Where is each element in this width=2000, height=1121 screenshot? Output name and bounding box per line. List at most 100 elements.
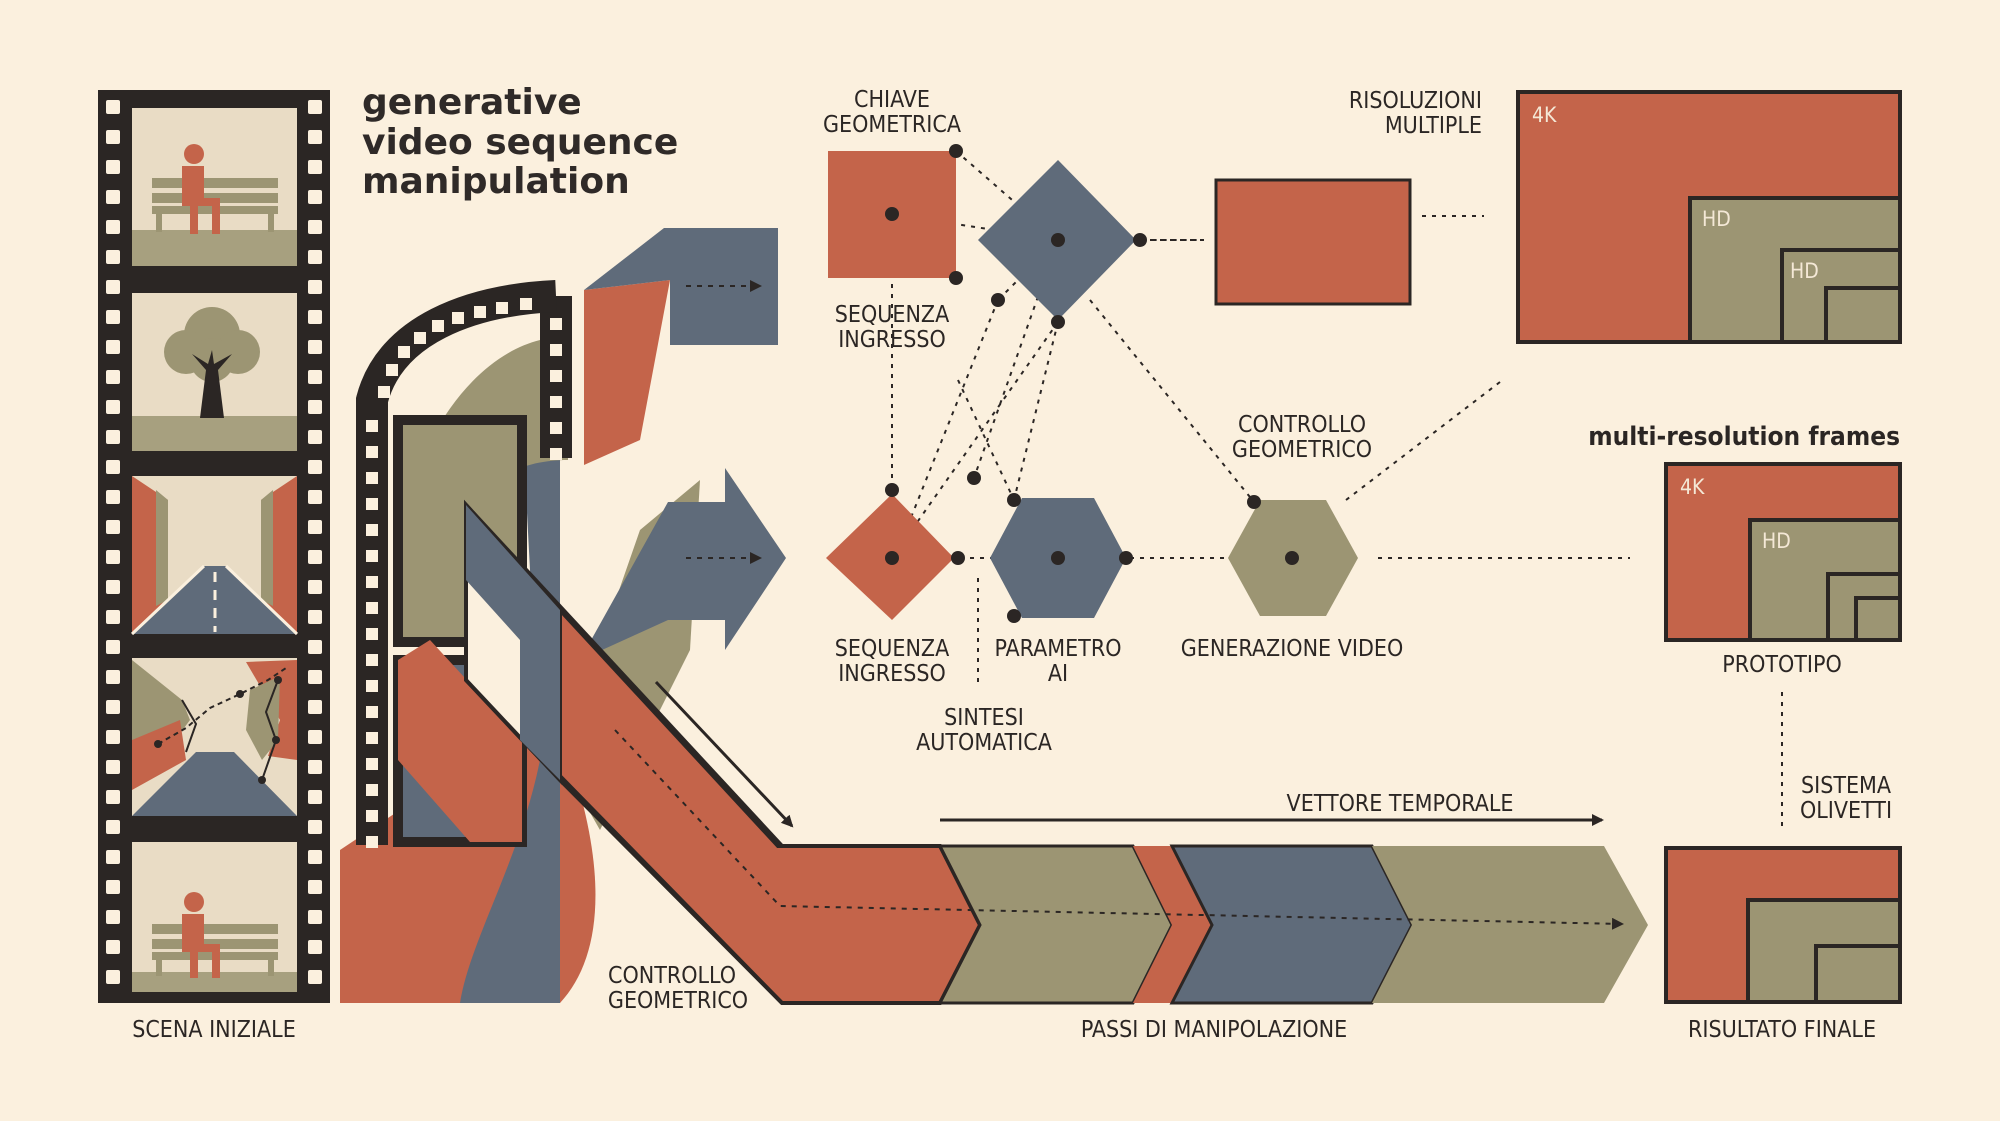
proto-tag-hd: HD: [1762, 529, 1791, 553]
dotted-flow-arrow: [614, 729, 1624, 930]
title-line-3: manipulation: [362, 161, 630, 202]
sprocket-hole: [366, 524, 378, 536]
sprocket-hole: [366, 420, 378, 432]
output-frame-rect: [1214, 178, 1412, 306]
label-risoluzioni-2: MULTIPLE: [1385, 113, 1482, 139]
sprocket-hole: [550, 370, 562, 382]
sprocket-hole: [366, 784, 378, 796]
film-strip-left: [98, 90, 330, 1003]
sprocket-hole: [106, 790, 120, 804]
sprocket-hole: [366, 498, 378, 510]
sprocket-hole: [308, 130, 322, 144]
res-tag-hd: HD: [1702, 207, 1731, 231]
arrow-shape-middle: [580, 468, 786, 660]
sprocket-hole: [106, 850, 120, 864]
label-vettore-temporale: VETTORE TEMPORALE: [1287, 791, 1514, 817]
sprocket-hole: [106, 460, 120, 474]
sprocket-hole: [308, 550, 322, 564]
frame-road: [130, 476, 299, 636]
label-parametro-2: AI: [1048, 661, 1068, 687]
sprocket-hole: [106, 820, 120, 834]
label-controllo-bottom-2: GEOMETRICO: [608, 988, 748, 1014]
tree-icon: [164, 307, 260, 418]
sprocket-hole: [106, 220, 120, 234]
person-on-bench-icon: [152, 892, 278, 978]
label-prototipo: PROTOTIPO: [1722, 652, 1842, 678]
sprocket-hole: [106, 910, 120, 924]
sprocket-hole: [308, 520, 322, 534]
label-generazione-video: GENERAZIONE VIDEO: [1181, 636, 1403, 662]
sprocket-hole: [106, 250, 120, 264]
sprocket-hole: [308, 670, 322, 684]
label-seq-bottom-1: SEQUENZA: [835, 636, 950, 662]
sprocket-hole: [366, 550, 378, 562]
sprocket-hole: [106, 880, 120, 894]
swoosh-rust-upper: [584, 280, 670, 465]
sprocket-hole: [308, 640, 322, 654]
sprocket-hole: [366, 602, 378, 614]
result-frame: [1664, 846, 1902, 1004]
sprocket-hole: [308, 880, 322, 894]
sprocket-hole: [432, 320, 444, 332]
sprocket-hole: [106, 190, 120, 204]
label-risoluzioni-1: RISOLUZIONI: [1349, 88, 1482, 114]
sprocket-hole: [308, 760, 322, 774]
sprocket-hole: [308, 160, 322, 174]
manipulation-pipeline: [464, 499, 1648, 1005]
title-line-2: video sequence: [362, 122, 678, 163]
sprocket-hole: [366, 472, 378, 484]
sprocket-hole: [378, 386, 390, 398]
label-olivetti: OLIVETTI: [1800, 798, 1892, 824]
sprocket-hole: [474, 306, 486, 318]
sprocket-hole: [106, 580, 120, 594]
label-sistema: SISTEMA: [1801, 773, 1891, 799]
sprocket-hole: [106, 670, 120, 684]
sprocket-hole: [308, 700, 322, 714]
frame-fractured-road: [132, 658, 297, 816]
sprocket-hole: [106, 610, 120, 624]
frame-tree: [132, 293, 297, 451]
sprocket-hole: [366, 836, 378, 848]
sprocket-hole: [366, 576, 378, 588]
sprocket-hole: [366, 706, 378, 718]
step-chevron-olive-2: [1372, 846, 1648, 1003]
sprocket-hole: [308, 430, 322, 444]
label-passi-di-manipolazione: PASSI DI MANIPOLAZIONE: [1081, 1017, 1347, 1043]
label-multi-resolution-frames: multi-resolution frames: [1588, 422, 1900, 452]
sprocket-hole: [550, 318, 562, 330]
label-scena-iniziale: SCENA INIZIALE: [132, 1017, 296, 1043]
sprocket-hole: [452, 312, 464, 324]
sprocket-hole: [366, 654, 378, 666]
sprocket-hole: [308, 340, 322, 354]
res-tag-hd-small: HD: [1790, 259, 1819, 283]
sprocket-hole: [308, 250, 322, 264]
curved-strip-sprocket-holes: [366, 298, 562, 848]
sprocket-hole: [308, 730, 322, 744]
sprocket-hole: [414, 332, 426, 344]
proto-tag-4k: 4K: [1680, 475, 1705, 499]
sprocket-hole: [106, 370, 120, 384]
sprocket-hole: [106, 400, 120, 414]
sprocket-hole: [550, 448, 562, 460]
road-icon: [130, 564, 299, 636]
label-controllo-top-2: GEOMETRICO: [1232, 437, 1372, 463]
sprocket-hole: [106, 130, 120, 144]
sprocket-hole: [106, 100, 120, 114]
sprocket-hole: [398, 346, 410, 358]
res-tag-4k: 4K: [1532, 103, 1557, 127]
sprocket-hole: [106, 160, 120, 174]
sprocket-hole: [366, 446, 378, 458]
sprocket-hole: [308, 910, 322, 924]
sprocket-hole: [550, 344, 562, 356]
sprocket-hole: [308, 490, 322, 504]
sprocket-hole: [308, 610, 322, 624]
labels: CHIAVE GEOMETRICA SEQUENZA INGRESSO SEQU…: [132, 87, 1900, 1043]
label-seq-top-1: SEQUENZA: [835, 302, 950, 328]
label-sintesi-1: SINTESI: [944, 705, 1024, 731]
sprocket-hole: [308, 580, 322, 594]
film-sprocket-holes: [106, 100, 322, 984]
sprocket-hole: [308, 850, 322, 864]
fractured-road-icon: [132, 660, 297, 816]
